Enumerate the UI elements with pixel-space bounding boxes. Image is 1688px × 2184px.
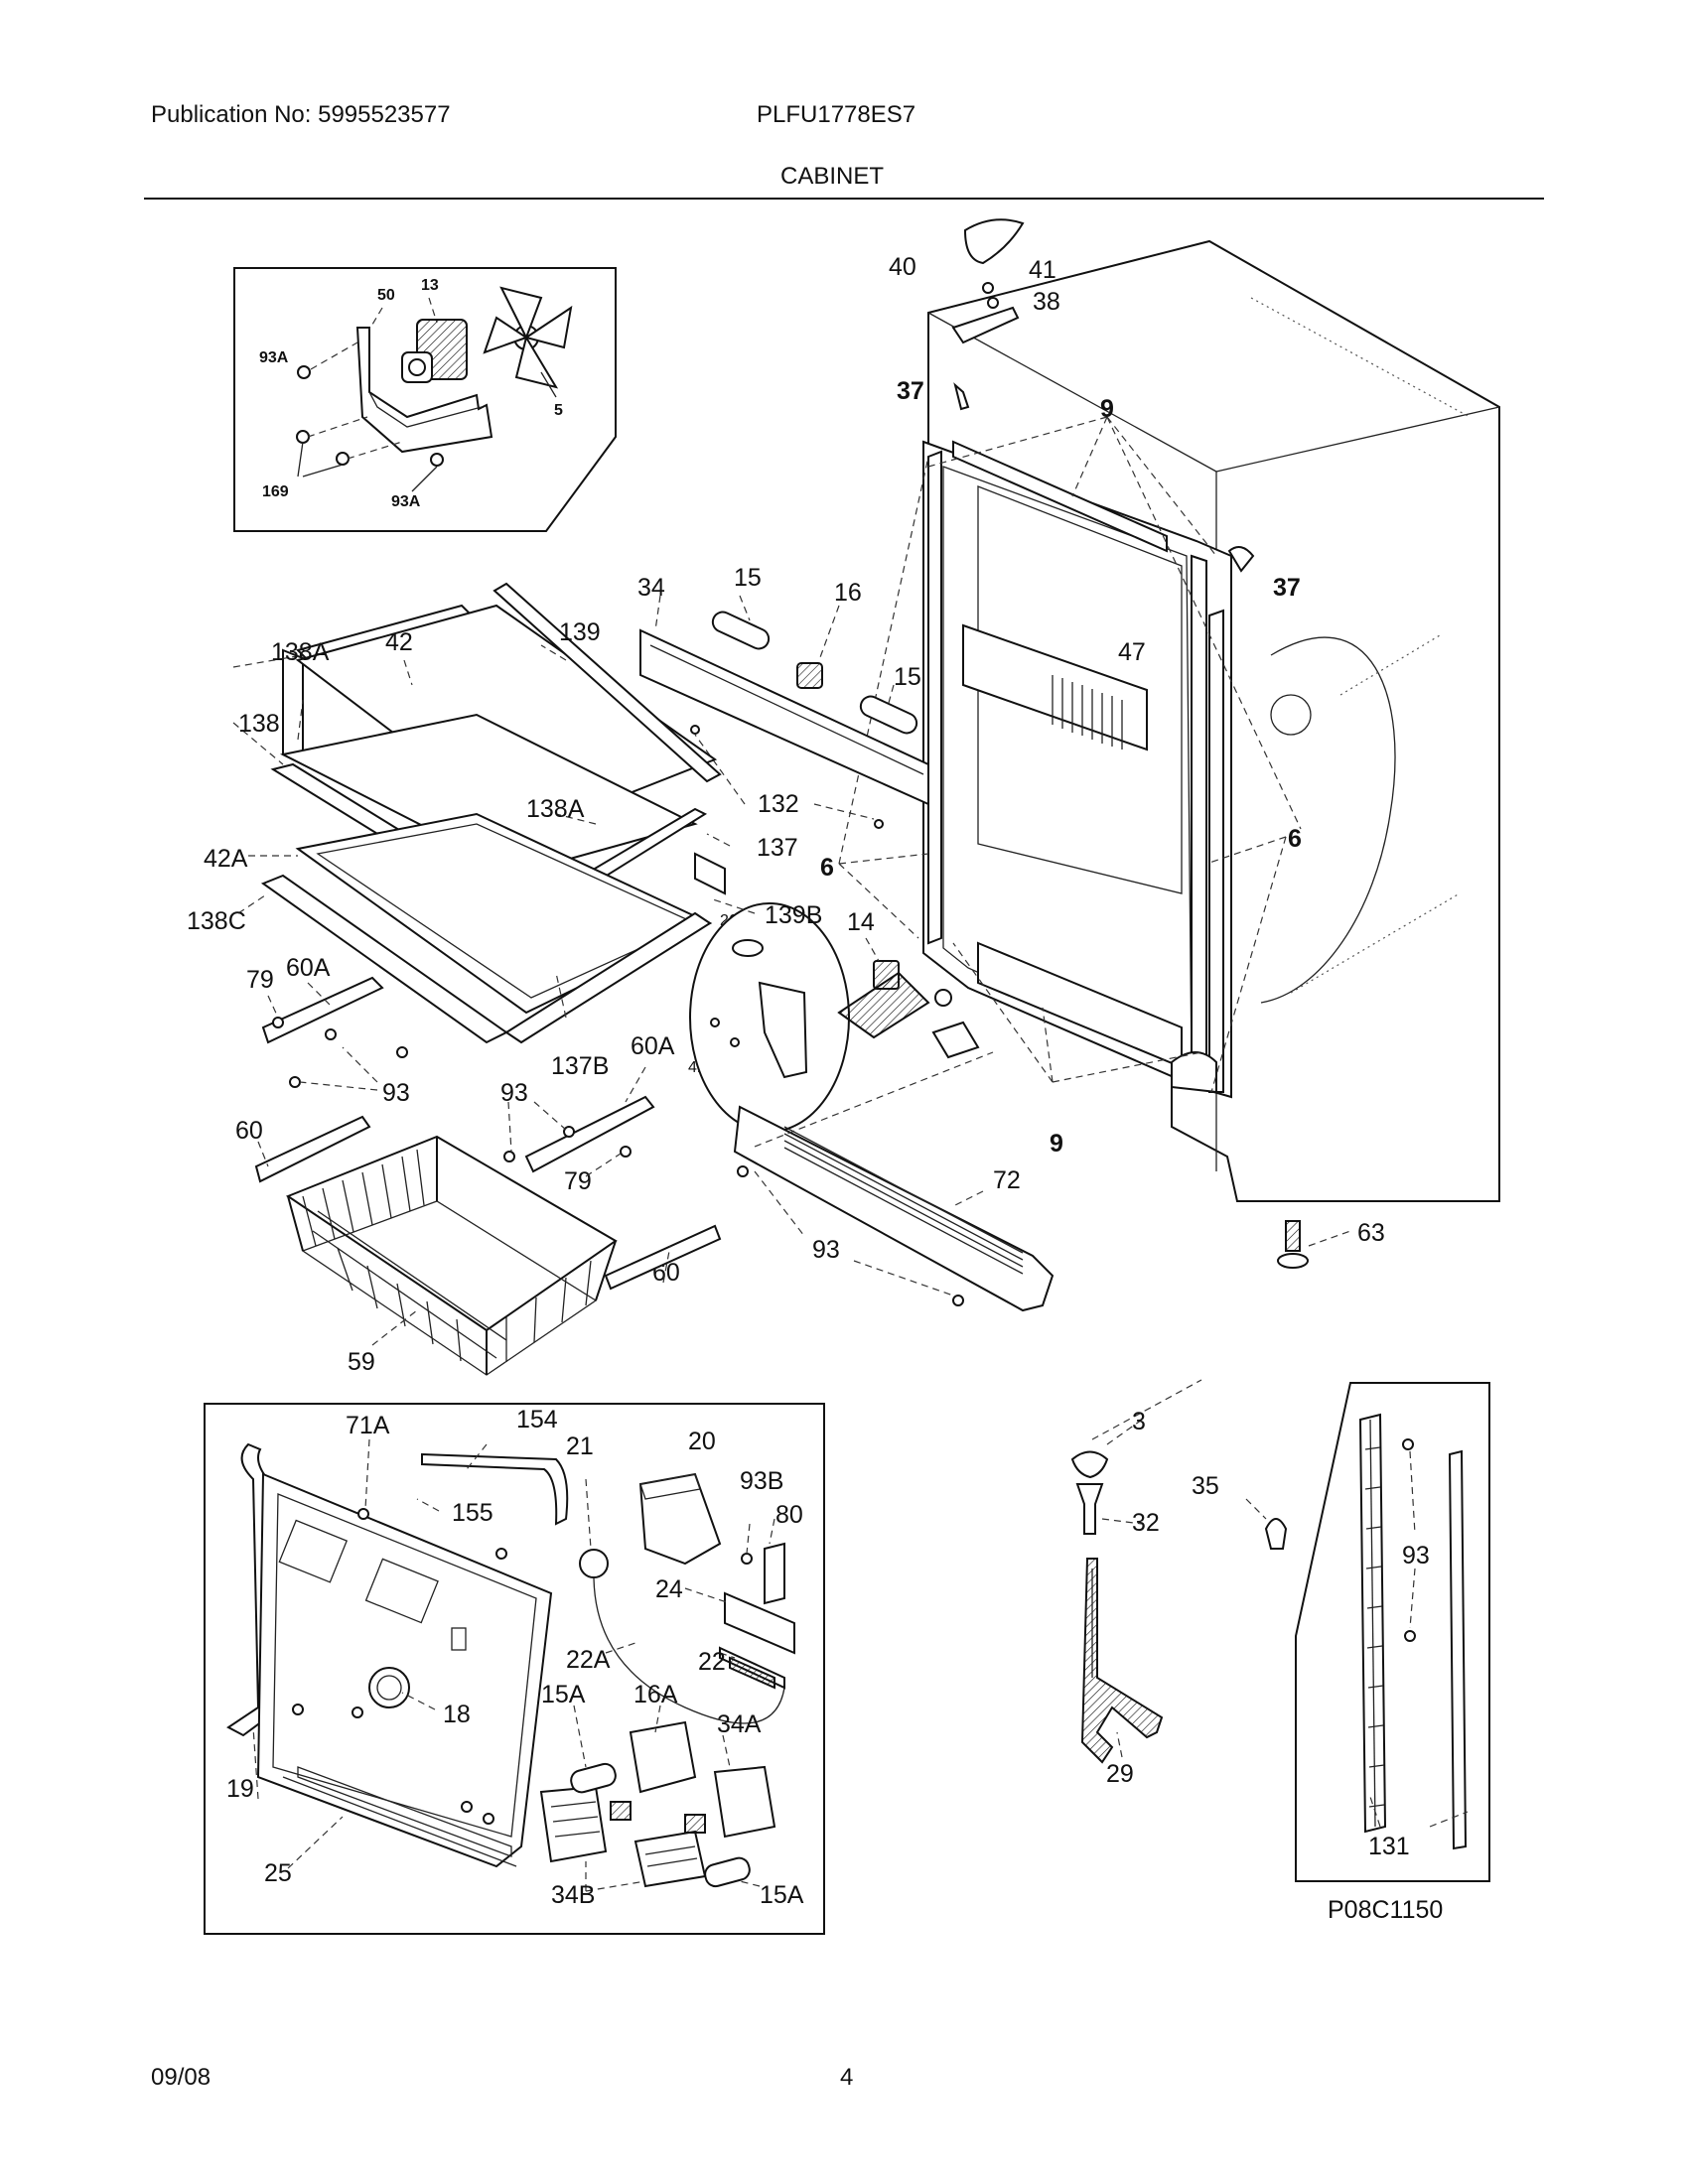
section-title: CABINET [780,163,885,190]
callout-18: 18 [443,1701,471,1728]
callout-37: 37 [897,377,924,405]
callout-9: 9 [1100,395,1114,423]
callout-20: 20 [688,1428,716,1455]
callout-15: 15 [734,564,762,592]
callout-131: 131 [1368,1833,1410,1860]
shelf-assembly [232,582,756,1044]
callout-5: 5 [554,402,563,419]
callout-42: 42 [385,628,413,656]
callout-72: 72 [993,1166,1021,1194]
callout-9: 9 [1050,1130,1063,1158]
callout-63: 63 [1357,1219,1385,1247]
callout-138a: 138A [271,638,330,666]
callout-139b: 139B [765,901,822,929]
leveling-leg [1277,1220,1351,1269]
callout-154: 154 [516,1406,558,1433]
callout-93: 93 [812,1236,840,1264]
callout-22: 22 [698,1648,726,1676]
page-number: 4 [840,2064,853,2091]
callout-71a: 71A [346,1412,390,1439]
callout-25: 25 [264,1859,292,1887]
callout-137: 137 [757,834,798,862]
callout-138c: 138C [187,907,246,935]
callout-38: 38 [1033,288,1060,316]
callout-35: 35 [1192,1472,1219,1500]
callout-13: 13 [421,277,439,294]
callout-79: 79 [564,1167,592,1195]
callout-139: 139 [559,618,601,646]
footer-date: 09/08 [151,2064,211,2091]
callout-16: 16 [834,579,862,607]
callout-93b: 93B [740,1467,783,1495]
fan-motor-inset [233,267,617,532]
callout-41: 41 [1029,256,1056,284]
callout-60a: 60A [631,1032,675,1060]
callout-15: 15 [894,663,921,691]
callout-60a: 60A [286,954,331,982]
callout-16a: 16A [633,1681,678,1708]
rail-inset [1295,1382,1490,1882]
drain-parts [1070,1379,1288,1764]
callout-155: 155 [452,1499,493,1527]
callout-169: 169 [262,483,289,500]
callout-6: 6 [820,854,834,882]
model-number: PLFU1778ES7 [757,101,916,128]
callout-21: 21 [566,1433,594,1460]
callout-80: 80 [775,1501,803,1529]
callout-50: 50 [377,287,395,304]
wire-basket [285,1135,618,1376]
diagram-code: P08C1150 [1328,1896,1443,1924]
callout-93: 93 [500,1079,528,1107]
kick-plate [733,1051,1055,1312]
callout-34a: 34A [717,1710,762,1738]
callout-3: 3 [1132,1408,1146,1435]
callout-60: 60 [235,1117,263,1145]
callout-93a: 93A [259,349,289,366]
callout-137b: 137B [551,1052,609,1080]
callout-22a: 22A [566,1646,611,1674]
control-panel-inset [204,1403,825,1935]
callout-138: 138 [238,710,280,738]
callout-14: 14 [847,908,875,936]
callout-93a: 93A [391,493,421,510]
callout-32: 32 [1132,1509,1160,1537]
callout-37: 37 [1273,574,1301,602]
callout-79: 79 [246,966,274,994]
callout-6: 6 [1288,825,1302,853]
callout-40: 40 [889,253,916,281]
callout-47: 47 [1118,638,1146,666]
callout-93: 93 [1402,1542,1430,1570]
callout-24: 24 [655,1575,683,1603]
callout-132: 132 [758,790,799,818]
callout-59: 59 [348,1348,375,1376]
drawer-slides [254,976,722,1291]
callout-34b: 34B [551,1881,595,1909]
light-bracket-assembly [639,595,929,829]
callout-42a: 42A [204,845,248,873]
fan-blade [483,286,573,389]
callout-15a: 15A [760,1881,804,1909]
callout-93: 93 [382,1079,410,1107]
callout-29: 29 [1106,1760,1134,1788]
publication-number: Publication No: 5995523577 [151,101,451,128]
callout-34: 34 [637,574,665,602]
header-rule [144,198,1544,200]
callout-138a: 138A [526,795,585,823]
hinge-detail [689,902,980,1133]
callout-15a: 15A [541,1681,586,1708]
cabinet-body [838,218,1500,1202]
callout-19: 19 [226,1775,254,1803]
